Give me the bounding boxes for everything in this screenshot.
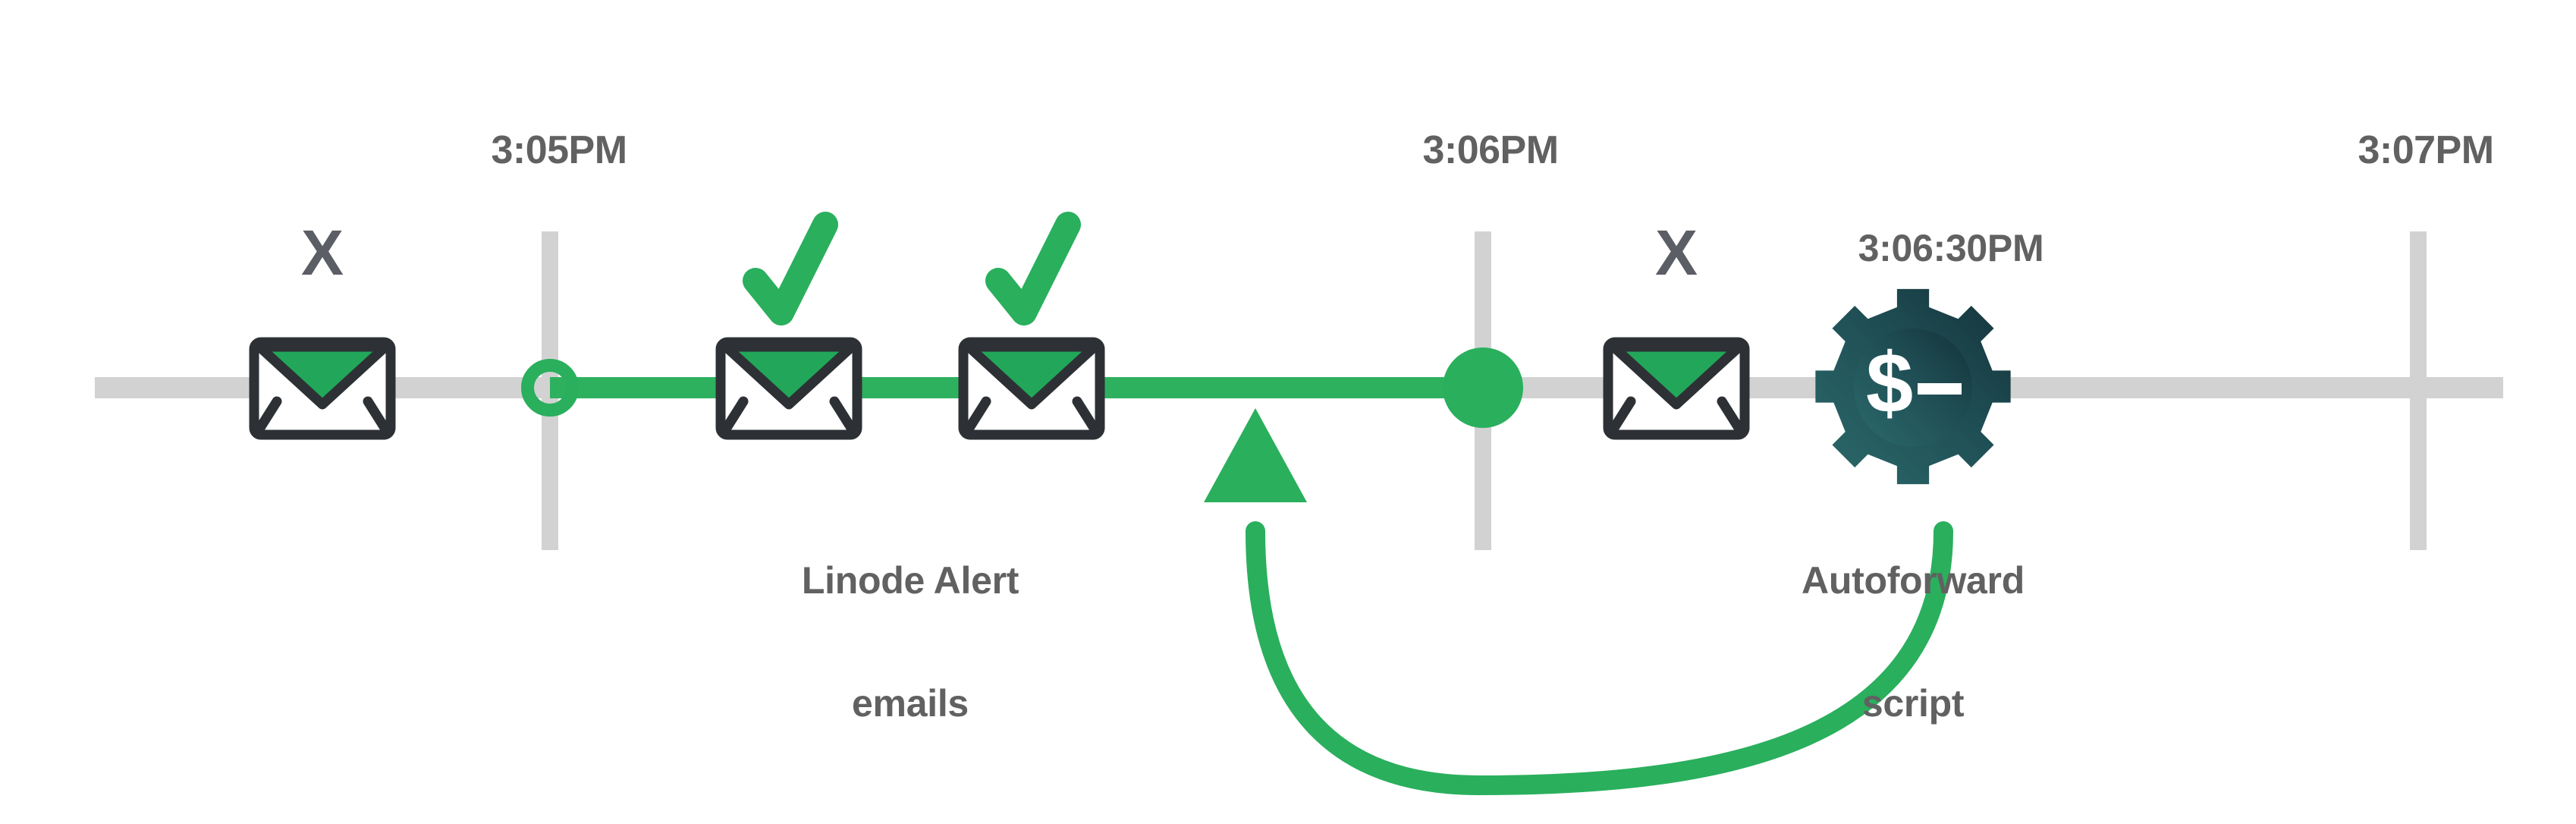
envelope-icon	[249, 337, 396, 440]
script-group-label-line1: Autoforward	[1802, 559, 2025, 602]
marker-start-ring	[521, 359, 579, 417]
email-group-label-line1: Linode Alert	[801, 559, 1019, 602]
script-group-label-line2: script	[1861, 682, 1965, 725]
script-group-label: Autoforward script	[1802, 478, 2025, 806]
svg-text:$: $	[1866, 335, 1913, 430]
email-group-label-line2: emails	[852, 682, 969, 725]
script-time-label: 3:06:30PM	[1858, 227, 2044, 269]
check-icon	[743, 212, 838, 326]
gear-dollar-icon: $	[1815, 288, 2011, 485]
envelope-icon	[1603, 337, 1750, 440]
autoforward-feedback-arrow	[1204, 408, 1953, 796]
status-fail-mark: X	[1654, 217, 1698, 288]
tick-label-305: 3:05PM	[491, 128, 627, 172]
marker-end-dot	[1443, 348, 1523, 428]
envelope-icon	[715, 337, 862, 440]
tick-label-307: 3:07PM	[2358, 128, 2494, 172]
check-icon	[985, 212, 1081, 326]
envelope-icon	[958, 337, 1105, 440]
tick-label-306: 3:06PM	[1422, 128, 1559, 172]
status-fail-mark: X	[300, 217, 344, 288]
email-group-label: Linode Alert emails	[802, 478, 1019, 806]
